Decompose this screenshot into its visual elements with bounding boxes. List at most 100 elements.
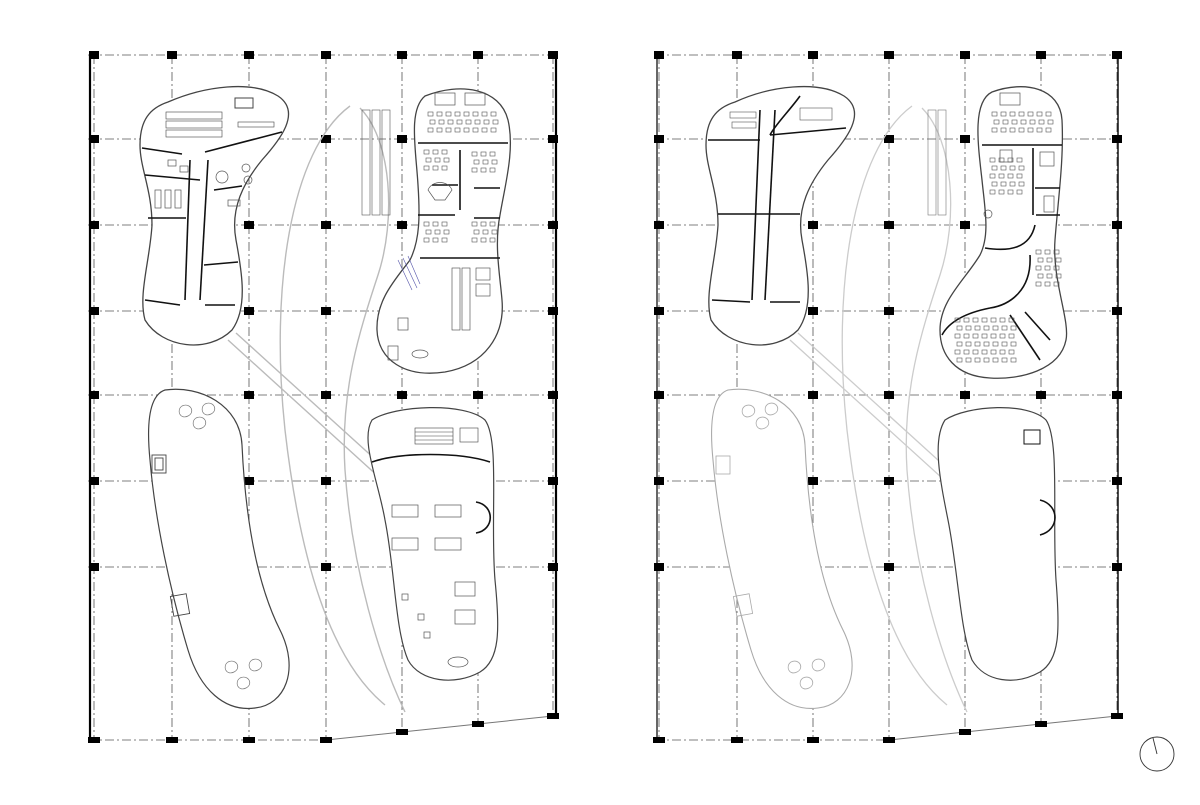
structural-column — [884, 307, 894, 315]
chair-icon — [1010, 325, 1017, 331]
chair-icon — [956, 341, 963, 347]
chair-icon — [1037, 273, 1044, 279]
structural-column — [654, 51, 664, 59]
chair-icon — [991, 111, 998, 117]
chair-icon — [456, 119, 463, 125]
structural-column — [808, 391, 818, 399]
structural-column — [397, 391, 407, 399]
chair-icon — [989, 157, 996, 163]
structural-column — [807, 737, 819, 743]
chair-icon — [1053, 265, 1060, 271]
structural-column — [884, 221, 894, 229]
structural-column — [548, 135, 558, 143]
chair-icon — [999, 349, 1006, 355]
chair-icon — [956, 357, 963, 363]
structural-column — [654, 307, 664, 315]
structural-column — [884, 391, 894, 399]
chair-icon — [441, 165, 448, 171]
chair-icon — [963, 317, 970, 323]
chair-icon — [974, 357, 981, 363]
chair-icon — [427, 111, 434, 117]
structural-column — [1112, 391, 1122, 399]
structural-column — [89, 563, 99, 571]
chair-icon — [1011, 119, 1018, 125]
chair-icon — [1000, 181, 1007, 187]
structural-column — [397, 135, 407, 143]
chair-icon — [981, 349, 988, 355]
chair-icon — [1055, 273, 1062, 279]
structural-column — [166, 737, 178, 743]
chair-icon — [473, 229, 480, 235]
structural-column — [244, 51, 254, 59]
chair-icon — [1029, 119, 1036, 125]
structural-column — [89, 391, 99, 399]
chair-icon — [954, 349, 961, 355]
chair-icon — [481, 127, 488, 133]
structural-column — [654, 477, 664, 485]
floor-plan-right — [653, 51, 1175, 772]
chair-icon — [999, 333, 1006, 339]
chair-icon — [480, 151, 487, 157]
chair-icon — [1000, 111, 1007, 117]
chair-icon — [471, 237, 478, 243]
structural-column — [244, 221, 254, 229]
chair-icon — [480, 167, 487, 173]
structural-column — [244, 307, 254, 315]
structural-column — [1112, 51, 1122, 59]
chair-icon — [1010, 341, 1017, 347]
structural-column — [548, 51, 558, 59]
structural-column — [244, 391, 254, 399]
structural-column — [548, 563, 558, 571]
chair-icon — [1036, 127, 1043, 133]
structural-column — [548, 221, 558, 229]
chair-icon — [1044, 281, 1051, 287]
chair-icon — [432, 149, 439, 155]
chair-icon — [990, 317, 997, 323]
north-arrow-icon — [1139, 736, 1175, 772]
structural-column — [808, 477, 818, 485]
structural-column — [654, 135, 664, 143]
chair-icon — [480, 221, 487, 227]
structural-column — [1112, 477, 1122, 485]
structural-column — [321, 477, 331, 485]
chair-icon — [432, 237, 439, 243]
chair-icon — [1046, 257, 1053, 263]
chair-icon — [489, 151, 496, 157]
structural-column — [654, 391, 664, 399]
structural-column — [732, 51, 742, 59]
structural-column — [1112, 221, 1122, 229]
structural-column — [89, 221, 99, 229]
chair-icon — [1018, 181, 1025, 187]
structural-column — [1036, 51, 1046, 59]
chair-icon — [492, 119, 499, 125]
desks-lower-right — [391, 504, 476, 668]
chair-icon — [432, 221, 439, 227]
chair-icon — [1010, 357, 1017, 363]
structural-column — [808, 221, 818, 229]
chair-icon — [1027, 127, 1034, 133]
structural-column — [473, 391, 483, 399]
stair-lower-right — [414, 427, 479, 445]
chair-icon — [972, 317, 979, 323]
structural-column — [244, 477, 254, 485]
chair-icon — [474, 119, 481, 125]
structural-column — [88, 737, 100, 743]
pod-upper-left — [705, 86, 856, 346]
chair-icon — [954, 317, 961, 323]
structural-column — [548, 477, 558, 485]
escalator-center — [361, 109, 391, 216]
structural-column — [1112, 135, 1122, 143]
chair-icon — [991, 165, 998, 171]
escalator-top-left — [165, 97, 275, 138]
chair-icon — [965, 357, 972, 363]
chair-icon — [438, 119, 445, 125]
chair-icon — [465, 119, 472, 125]
structural-column — [472, 721, 484, 727]
pod-lower-left — [711, 388, 853, 710]
structural-column — [808, 307, 818, 315]
furniture-upper-right — [387, 92, 486, 361]
pod-upper-right — [376, 88, 511, 374]
chair-icon — [434, 157, 441, 163]
chair-icon — [1038, 119, 1045, 125]
structural-column — [548, 391, 558, 399]
